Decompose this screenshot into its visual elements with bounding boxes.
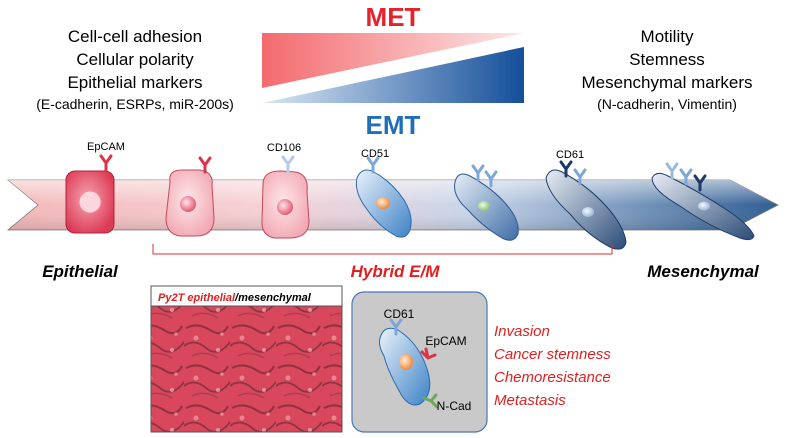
feature-epithelial-markers: Epithelial markers	[67, 73, 202, 92]
cd51-receptor-icon	[471, 164, 485, 182]
cell-hybrid-2: CD106	[261, 142, 310, 239]
cell-epithelial: EpCAM	[65, 141, 125, 234]
met-wedge	[262, 33, 524, 88]
cell-hybrid-1	[165, 156, 215, 237]
outcome-metastasis: Metastasis	[494, 392, 566, 409]
hybrid-bracket	[152, 244, 613, 255]
cd51-receptor-icon	[573, 168, 587, 186]
marker-cd106-label: CD106	[267, 142, 301, 154]
met-label: MET	[366, 2, 421, 32]
hybrid-cell-inset: CD61 EpCAM N-Cad	[351, 291, 488, 433]
feature-cellular-polarity: Cellular polarity	[76, 50, 194, 69]
emt-wedge	[262, 47, 524, 103]
cell-hybrid-5: CD61	[545, 149, 627, 250]
outcome-cancer-stemness: Cancer stemness	[494, 346, 611, 363]
feature-mesenchymal-markers: Mesenchymal markers	[582, 73, 753, 92]
mesenchymal-marker-list: (N-cadherin, Vimentin)	[597, 96, 737, 112]
feature-cell-adhesion: Cell-cell adhesion	[68, 27, 202, 46]
state-epithelial: Epithelial	[42, 262, 119, 281]
micrograph-panel: Py2T epithelial/mesenchymal	[150, 285, 343, 433]
inset-ncad-label: N-Cad	[437, 399, 472, 413]
outcome-list: Invasion Cancer stemness Chemoresistance…	[494, 323, 611, 409]
epcam-receptor-icon	[198, 156, 212, 174]
state-hybrid: Hybrid E/M	[351, 262, 441, 281]
epcam-receptor-icon	[99, 154, 113, 173]
state-mesenchymal: Mesenchymal	[647, 262, 760, 281]
cd106-receptor-icon	[281, 155, 295, 174]
marker-cd61-label: CD61	[556, 149, 584, 161]
micrograph-image	[150, 285, 343, 433]
outcome-invasion: Invasion	[494, 323, 550, 340]
inset-cd61-label: CD61	[384, 307, 415, 321]
epcam-receptor-icon	[420, 347, 437, 360]
cd61-receptor-icon	[559, 160, 573, 178]
epithelial-marker-list: (E-cadherin, ESRPs, miR-200s)	[36, 96, 234, 112]
cd51-receptor-icon	[665, 162, 679, 180]
cd61-receptor-icon	[693, 174, 707, 192]
marker-cd51-label: CD51	[361, 148, 389, 160]
cd51-receptor-icon	[679, 168, 693, 186]
cell-hybrid-4	[454, 164, 519, 241]
outcome-chemoresistance: Chemoresistance	[494, 369, 611, 386]
cell-mesenchymal	[651, 162, 755, 241]
ncad-receptor-icon	[422, 393, 439, 409]
inset-epcam-label: EpCAM	[425, 334, 466, 348]
cell-hybrid-3: CD51	[355, 148, 412, 238]
micrograph-title: Py2T epithelial/mesenchymal	[158, 292, 312, 304]
cd61-receptor-icon	[389, 318, 403, 336]
epithelial-features: Cell-cell adhesion Cellular polarity Epi…	[36, 27, 234, 112]
cd51-receptor-icon	[484, 170, 498, 188]
cd51-receptor-icon	[366, 156, 380, 174]
marker-epcam-label: EpCAM	[87, 141, 125, 153]
feature-motility: Motility	[641, 27, 694, 46]
mesenchymal-features: Motility Stemness Mesenchymal markers (N…	[582, 27, 753, 112]
feature-stemness: Stemness	[629, 50, 705, 69]
emt-label: EMT	[366, 110, 421, 140]
